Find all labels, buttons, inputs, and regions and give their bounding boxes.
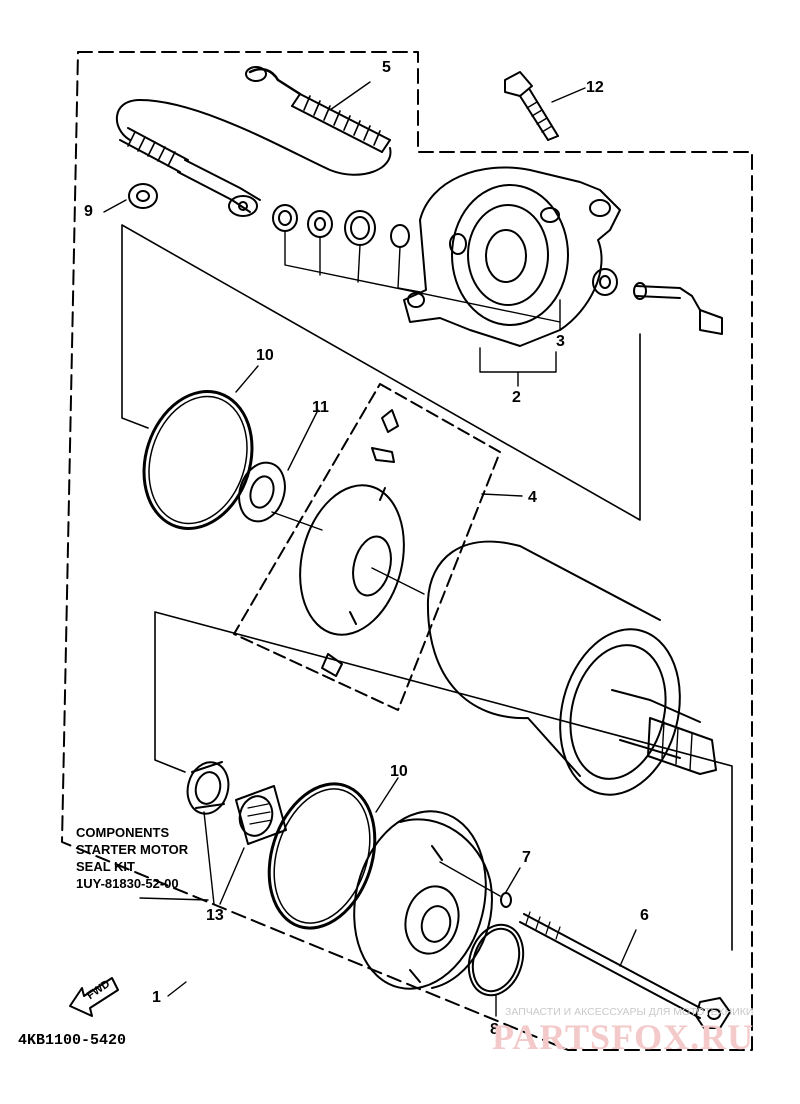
nut-part-9 [128,183,158,209]
callout-7: 7 [522,849,531,866]
bolt-part-12 [504,71,559,141]
motor-yoke-armature [426,540,717,796]
washer-part-11 [238,461,286,523]
callout-leaders [103,81,586,997]
callout-11: 11 [312,399,329,416]
housing-leader-lines [479,299,561,387]
callout-6: 6 [640,907,649,924]
lead-wire-part-5 [115,66,392,217]
callout-13: 13 [206,907,224,924]
watermark-brand: PARTSFOX.RU [492,1017,755,1057]
washer-leader-lines [284,230,561,323]
needle-bearing-part-13 [235,785,287,845]
callout-10-lower: 10 [390,763,408,780]
brush-holder-group-box [233,383,501,711]
alignment-lines-upper [121,224,641,521]
brush-holder-plate [299,409,405,677]
washer-set [272,204,410,248]
callout-4: 4 [528,489,537,506]
callout-2: 2 [512,389,521,406]
o-ring-lower-part-10 [267,782,377,930]
rear-cover [353,810,493,990]
callout-8: 8 [490,1021,499,1038]
part-7-leader [439,861,521,897]
callout-9: 9 [84,203,93,220]
part-6-leader [619,929,637,967]
oil-seal-part-13 [186,761,230,815]
seal-leader-lines [139,811,245,905]
note-line-4: 1UY-81830-52-00 [76,876,179,891]
small-o-ring-part-7 [500,892,512,908]
fwd-arrow-icon [69,977,119,1017]
callout-3: 3 [556,333,565,350]
front-cover-housing [403,166,621,347]
through-bolt-part-6 [519,911,731,1029]
alignment-lines-lower [154,611,733,951]
note-line-3: SEAL KIT [76,859,135,874]
callout-1: 1 [152,989,161,1006]
note-line-2: STARTER MOTOR [76,842,189,857]
diagram-code: 4KB1100-5420 [18,1032,127,1049]
callout-10-upper: 10 [256,347,274,364]
note-line-1: COMPONENTS [76,825,170,840]
brush-terminal [633,282,723,335]
armature-leader-lines [271,511,425,595]
o-ring-upper-part-10 [142,390,254,530]
o-ring-part-8 [467,923,525,997]
callout-5: 5 [382,59,391,76]
callout-12: 12 [586,79,604,96]
components-note: COMPONENTS STARTER MOTOR SEAL KIT 1UY-81… [76,824,188,892]
watermark-tagline: ЗАПЧАСТИ И АКСЕССУАРЫ ДЛЯ МОТОТЕХНИКИ [505,1006,754,1018]
assembly-border [61,51,753,1051]
